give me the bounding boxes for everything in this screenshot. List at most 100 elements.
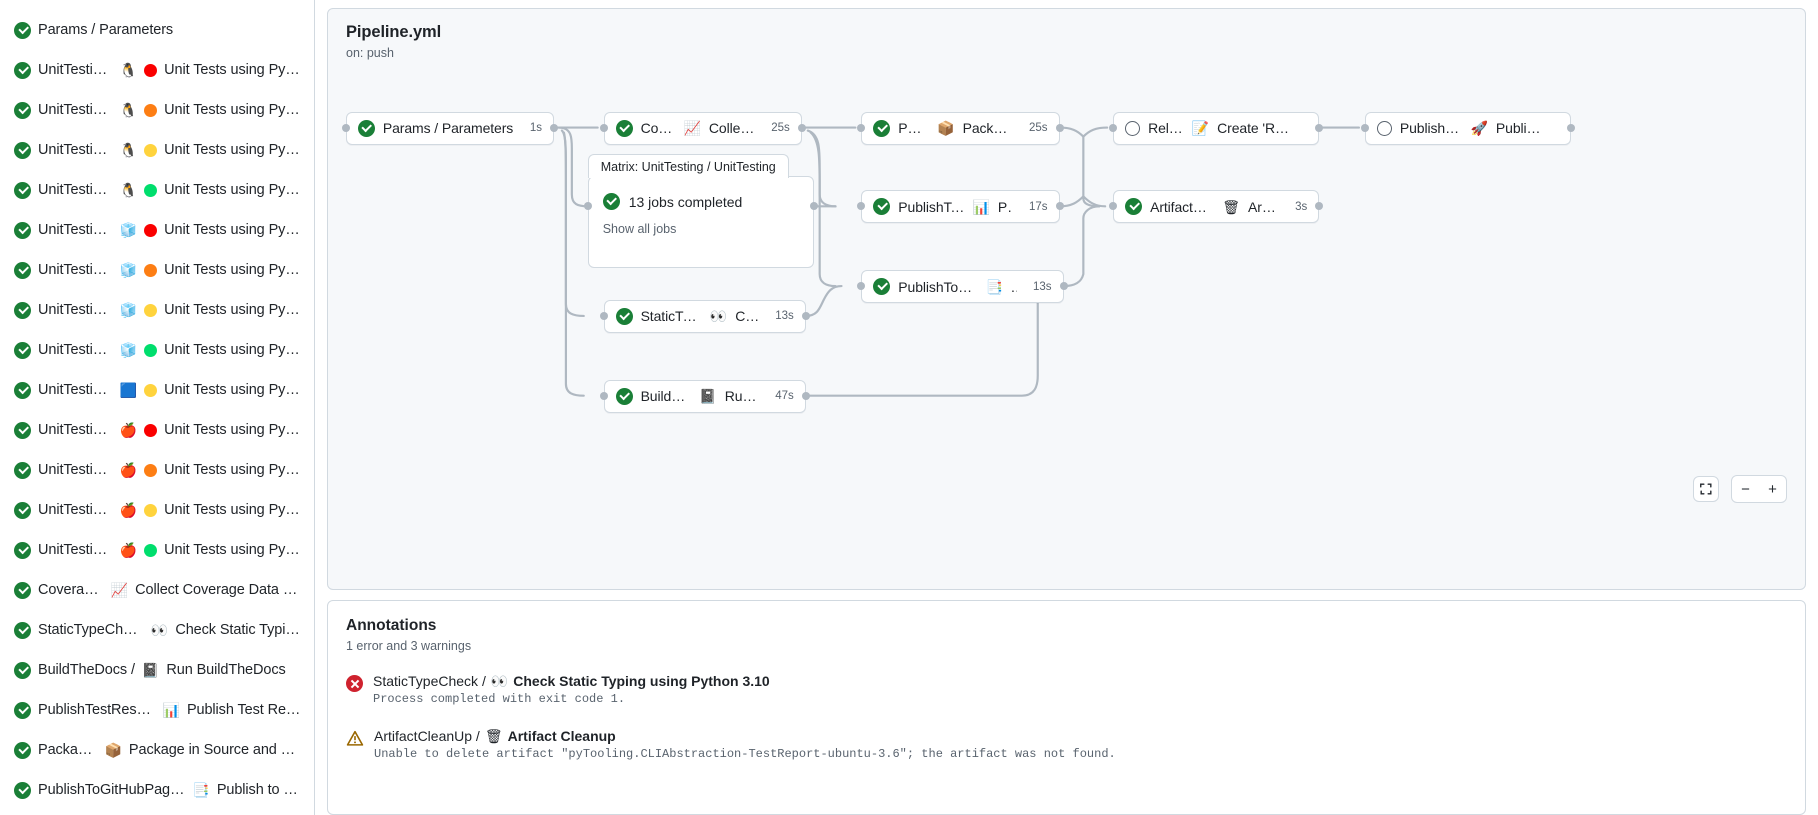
graph-node-label: PublishToGitHubPages / bbox=[898, 278, 977, 295]
annotation-message: Process completed with exit code 1. bbox=[373, 692, 626, 706]
annotation-step: Check Static Typing using Python 3.10 bbox=[513, 673, 770, 689]
graph-node-port-left bbox=[1109, 123, 1118, 132]
graph-node-pypi[interactable]: PublishOnPyPI /🚀Publish to ... bbox=[1364, 111, 1572, 145]
python-version-dot-icon bbox=[144, 63, 158, 77]
sidebar-job-item[interactable]: UnitTesting /🧊Unit Tests using Pyth... bbox=[4, 210, 310, 250]
sidebar-job-prefix: UnitTesting / bbox=[38, 62, 113, 78]
graph-node-port-right bbox=[1055, 202, 1064, 211]
sidebar-job-emoji-icon: 🍎 bbox=[119, 502, 138, 518]
sidebar-job-item[interactable]: BuildTheDocs /📓Run BuildTheDocs bbox=[4, 650, 310, 690]
graph-node-port-right bbox=[1059, 282, 1068, 291]
annotation-error-icon bbox=[346, 675, 363, 692]
sidebar-job-item[interactable]: Package /📦Package in Source and Wh... bbox=[4, 730, 310, 770]
matrix-summary-row[interactable]: 13 jobs completed bbox=[602, 193, 799, 211]
annotation-status-icon bbox=[346, 673, 363, 706]
sidebar-job-item[interactable]: Coverage /📈Collect Coverage Data usi... bbox=[4, 570, 310, 610]
sidebar-job-item[interactable]: PublishTestResults /📊Publish Test Resu..… bbox=[4, 690, 310, 730]
graph-node-step-label: ... bbox=[1010, 278, 1017, 295]
job-status-success-icon bbox=[14, 301, 31, 319]
graph-node-package[interactable]: Package /📦Package in So...25s bbox=[861, 111, 1060, 145]
sidebar-job-item[interactable]: UnitTesting / 🐧 Unit Tests using Pyth... bbox=[4, 170, 310, 210]
sidebar-job-emoji-icon: 🐧 bbox=[119, 142, 138, 158]
sidebar-job-item[interactable]: UnitTesting /🐧Unit Tests using Pyth... bbox=[4, 50, 310, 90]
job-status-success-icon bbox=[14, 21, 31, 39]
sidebar-job-item[interactable]: Params / Parameters bbox=[4, 10, 310, 50]
sidebar-job-item[interactable]: UnitTesting /🍎Unit Tests using Pyth... bbox=[4, 410, 310, 450]
annotation-message: Unable to delete artifact "pyTooling.CLI… bbox=[374, 747, 1116, 761]
graph-node-step-label: Publish to ... bbox=[1495, 120, 1543, 137]
sidebar-job-item[interactable]: UnitTesting /🧊Unit Tests using Pyth... bbox=[4, 330, 310, 370]
sidebar-job-prefix: UnitTesting / bbox=[38, 182, 113, 198]
graph-node-publishpages[interactable]: PublishToGitHubPages /📑...13s bbox=[861, 270, 1064, 304]
sidebar-job-item[interactable]: UnitTesting /🍎Unit Tests using Pyth... bbox=[4, 450, 310, 490]
fit-screen-icon[interactable] bbox=[1693, 476, 1719, 502]
sidebar-job-item[interactable]: PublishToGitHubPages /📑Publish to G... bbox=[4, 770, 310, 810]
zoom-in-button[interactable]: + bbox=[1768, 480, 1777, 498]
sidebar-job-emoji-icon: 🐧 bbox=[119, 182, 138, 198]
graph-node-label: BuildTheDocs / bbox=[640, 388, 692, 405]
graph-node-label: Coverage / bbox=[640, 120, 676, 137]
sidebar-job-item[interactable]: StaticTypeCheck /👀Check Static Typing... bbox=[4, 610, 310, 650]
sidebar-job-item[interactable]: UnitTesting /🍎Unit Tests using Pyth... bbox=[4, 490, 310, 530]
graph-node-buildthedocs[interactable]: BuildTheDocs /📓Run Buil...47s bbox=[603, 379, 806, 413]
python-version-dot-icon bbox=[144, 183, 158, 197]
graph-node-port-right bbox=[801, 311, 810, 320]
sidebar-job-prefix: StaticTypeCheck / bbox=[38, 622, 144, 638]
annotation-item[interactable]: StaticTypeCheck /👀Check Static Typing us… bbox=[346, 673, 1787, 706]
job-status-success-icon bbox=[14, 581, 31, 599]
job-status-success-icon bbox=[14, 221, 31, 239]
graph-node-emoji-icon: 📑 bbox=[985, 278, 1003, 295]
zoom-group[interactable]: − + bbox=[1731, 475, 1787, 503]
graph-node-label: ArtifactCleanUp / bbox=[1150, 198, 1214, 215]
zoom-out-button[interactable]: − bbox=[1741, 480, 1750, 498]
job-status-success-icon bbox=[14, 261, 31, 279]
graph-node-emoji-icon: 🗑 bbox=[1222, 198, 1241, 215]
graph-node-port-left bbox=[599, 311, 608, 320]
sidebar-job-prefix: Coverage / bbox=[38, 582, 104, 598]
graph-zoom-controls[interactable]: − + bbox=[1693, 475, 1787, 503]
graph-node-statictype[interactable]: StaticTypeCheck /👀Chec...13s bbox=[603, 299, 806, 333]
sidebar-job-emoji-icon: 🧊 bbox=[119, 222, 138, 238]
sidebar-job-item[interactable]: UnitTesting /🧊Unit Tests using Pyth... bbox=[4, 250, 310, 290]
python-version-dot-icon bbox=[144, 143, 158, 157]
annotation-status-icon bbox=[346, 728, 364, 761]
annotation-header: ArtifactCleanUp /🗑Artifact Cleanup bbox=[374, 728, 1116, 744]
sidebar-job-label: Unit Tests using Pyth... bbox=[164, 342, 302, 358]
graph-node-coverage[interactable]: Coverage /📈Collect Cove...25s bbox=[603, 111, 802, 145]
sidebar-job-item[interactable]: UnitTesting /🍎Unit Tests using Pyth... bbox=[4, 530, 310, 570]
node-success-icon bbox=[873, 278, 891, 296]
graph-node-publishtest[interactable]: PublishTestResults /📊Pu...17s bbox=[861, 190, 1060, 224]
sidebar-job-label: Publish to G... bbox=[216, 782, 302, 798]
show-all-jobs-link[interactable]: Show all jobs bbox=[602, 222, 677, 237]
graph-node-step-label: Create 'Release P... bbox=[1217, 120, 1291, 137]
graph-node-cleanup[interactable]: ArtifactCleanUp /🗑Artifac...3s bbox=[1113, 190, 1320, 224]
sidebar-job-prefix: UnitTesting / bbox=[38, 502, 113, 518]
workflow-trigger: on: push bbox=[346, 46, 394, 60]
workflow-graph-card[interactable]: Pipeline.yml on: push bbox=[327, 8, 1806, 590]
sidebar-job-item[interactable]: UnitTesting /🐧Unit Tests using Pyth... bbox=[4, 130, 310, 170]
sidebar-job-item[interactable]: UnitTesting /🐧Unit Tests using Pyth... bbox=[4, 90, 310, 130]
sidebar-job-label: Unit Tests using Pyth... bbox=[164, 302, 302, 318]
sidebar-job-label: Run BuildTheDocs bbox=[166, 662, 286, 678]
sidebar-job-emoji-icon: 🐧 bbox=[119, 62, 138, 78]
sidebar-job-label: Unit Tests using Pyth... bbox=[164, 182, 302, 198]
python-version-dot-icon bbox=[144, 383, 158, 397]
graph-node-release[interactable]: Release /📝Create 'Release P... bbox=[1113, 111, 1320, 145]
graph-node-label: PublishTestResults / bbox=[898, 198, 965, 215]
matrix-summary-label: 13 jobs completed bbox=[628, 193, 743, 210]
graph-node-emoji-icon: 📊 bbox=[972, 198, 990, 215]
sidebar-job-label: Unit Tests using Pyth... bbox=[164, 262, 302, 278]
annotations-summary: 1 error and 3 warnings bbox=[346, 639, 472, 653]
job-status-success-icon bbox=[14, 741, 31, 759]
sidebar-job-item[interactable]: UnitTesting /🧊Unit Tests using Pyth... bbox=[4, 290, 310, 330]
sidebar-job-emoji-icon: 🧊 bbox=[119, 262, 138, 278]
sidebar-job-item[interactable]: UnitTesting /🟦Unit Tests using Pyth... bbox=[4, 370, 310, 410]
annotation-body: StaticTypeCheck /👀Check Static Typing us… bbox=[373, 673, 770, 706]
graph-node-duration: 1s bbox=[529, 122, 542, 135]
python-version-dot-icon bbox=[144, 303, 158, 317]
